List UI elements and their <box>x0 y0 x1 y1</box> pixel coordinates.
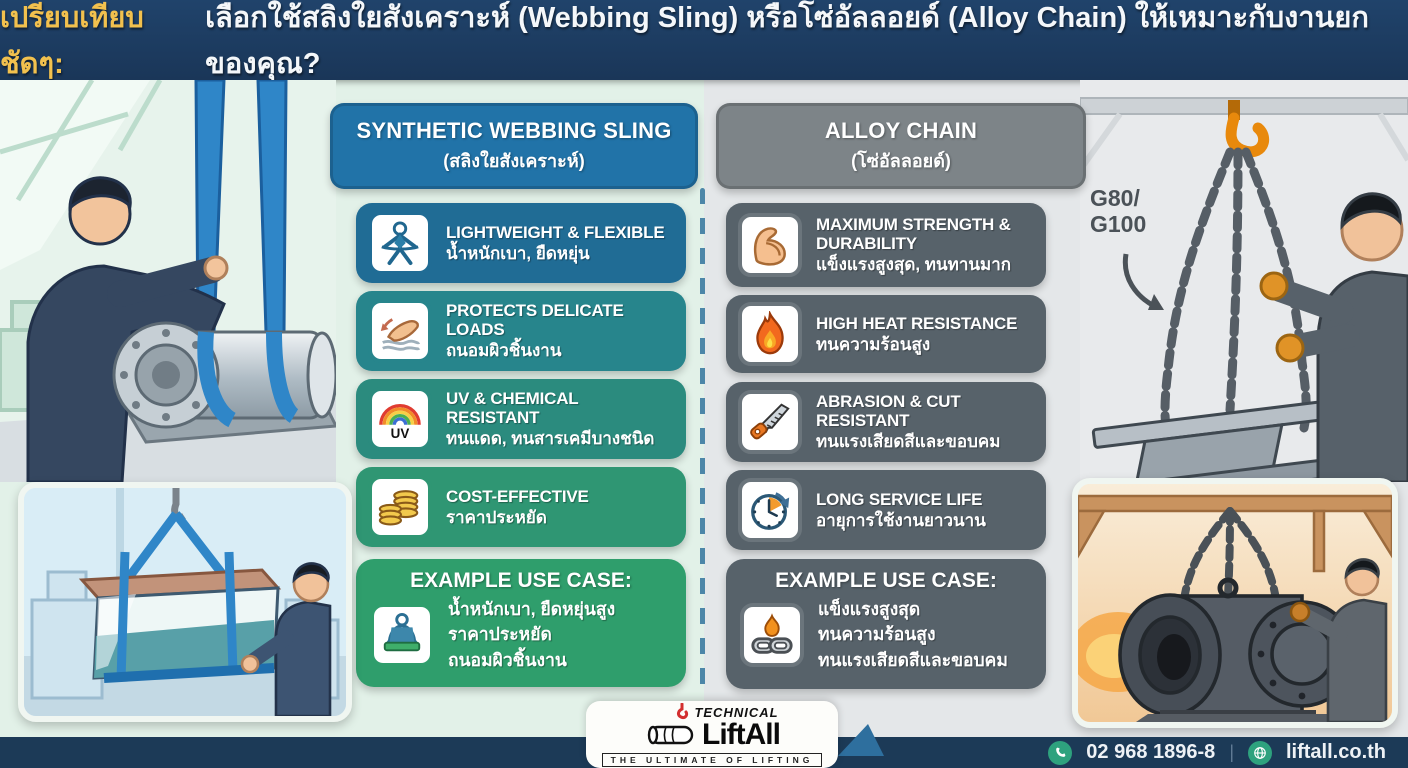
feature-card-protects-loads: PROTECTS DELICATE LOADS ถนอมผิวชิ้นงาน <box>356 291 686 371</box>
feature-subtitle: ทนแดด, ทนสารเคมีบางชนิด <box>446 429 655 449</box>
rainbow-uv-icon: UV <box>379 404 421 441</box>
flame-icon <box>756 311 784 355</box>
worker-figure <box>1259 192 1408 482</box>
feature-subtitle: น้ำหนักเบา, ยืดหยุ่น <box>446 243 590 263</box>
saw-icon <box>750 403 790 440</box>
example-lines: แข็งแรงสูงสุด ทนความร้อนสูง ทนแรงเสียดสี… <box>818 599 1008 670</box>
feature-card-heat-resistance: HIGH HEAT RESISTANCE ทนความร้อนสูง <box>726 295 1046 373</box>
left-example-use-case-card: EXAMPLE USE CASE: น้ำหนักเบา, ยืดหยุ่นสู… <box>356 559 686 687</box>
example-title: EXAMPLE USE CASE: <box>775 569 997 592</box>
feature-title: MAXIMUM STRENGTH & DURABILITY <box>816 215 1011 254</box>
feature-subtitle: ทนแรงเสียดสีและขอบคม <box>816 432 1001 452</box>
feature-title: PROTECTS DELICATE LOADS <box>446 301 624 340</box>
contact-separator: | <box>1229 742 1234 762</box>
feature-subtitle: แข็งแรงสูงสุด, ทนทานมาก <box>816 255 1012 275</box>
logo-tube-icon <box>647 725 694 744</box>
feature-card-cost-effective: COST-EFFECTIVE ราคาประหยัด <box>356 467 686 547</box>
bicep-icon <box>753 227 786 266</box>
right-example-use-case-card: EXAMPLE USE CASE: แข็งแรงสูงสุด ท <box>726 559 1046 689</box>
chain-flame-icon <box>751 613 793 654</box>
center-dashed-divider <box>700 188 705 693</box>
chain-grade-label: G80/ G100 <box>1090 185 1147 238</box>
feature-title: LONG SERVICE LIFE <box>816 489 983 509</box>
gentle-hand-icon <box>380 318 421 351</box>
feature-title: UV & CHEMICAL RESISTANT <box>446 389 579 428</box>
liftall-logo: TECHNICAL LiftAll THE ULTIMATE OF LIFTIN… <box>586 701 838 768</box>
phone-icon <box>1048 740 1073 765</box>
feature-card-service-life: LONG SERVICE LIFE อายุการใช้งานยาวนาน <box>726 470 1046 550</box>
header-title: เลือกใช้สลิงใยสังเคราะห์ (Webbing Sling)… <box>205 2 1369 80</box>
feature-subtitle: ราคาประหยัด <box>446 507 547 527</box>
feature-card-uv-resistant: UV UV & CHEMICAL RESISTANT ทนแดด, ทนสารเ… <box>356 379 686 459</box>
feature-title: HIGH HEAT RESISTANCE <box>816 313 1018 333</box>
red-hook-icon <box>677 702 689 719</box>
right-column-title: ALLOY CHAIN <box>824 117 978 143</box>
grade-arrow-icon <box>1122 253 1164 310</box>
website-link[interactable]: liftall.co.th <box>1286 741 1386 763</box>
right-column-subtitle: (โซ่อัลลอยด์) <box>851 150 951 171</box>
webbing-use-case-photo <box>18 482 352 722</box>
left-column-subtitle: (สลิงใยสังเคราะห์) <box>443 150 585 171</box>
coins-icon <box>378 490 419 526</box>
footer-contact: 02 968 1896-8 | liftall.co.th <box>1048 737 1386 768</box>
feature-card-abrasion-resistant: ABRASION & CUT RESISTANT ทนแรงเสียดสีและ… <box>726 382 1046 462</box>
logo-technical-text: TECHNICAL <box>694 704 779 720</box>
feature-subtitle: ทนความร้อนสูง <box>816 334 931 354</box>
feature-card-max-strength: MAXIMUM STRENGTH & DURABILITY แข็งแรงสูง… <box>726 203 1046 287</box>
header-highlight: เปรียบเทียบชัดๆ: <box>0 2 144 80</box>
logo-tagline: THE ULTIMATE OF LIFTING <box>601 752 823 767</box>
feature-title: ABRASION & CUT RESISTANT <box>816 392 961 431</box>
left-column-title: SYNTHETIC WEBBING SLING <box>356 117 672 143</box>
clock-arrow-icon <box>751 492 790 530</box>
feature-title: COST-EFFECTIVE <box>446 486 589 506</box>
svg-text:UV: UV <box>391 426 410 441</box>
logo-brand-text: LiftAll <box>702 717 781 751</box>
feature-card-lightweight: LIGHTWEIGHT & FLEXIBLE น้ำหนักเบา, ยืดหย… <box>356 203 686 283</box>
cylinder-load <box>112 321 336 429</box>
feature-subtitle: อายุการใช้งานยาวนาน <box>816 510 986 530</box>
chain-use-case-photo <box>1072 478 1398 728</box>
footer-accent-shape <box>838 724 884 756</box>
webbing-sling-worker-illustration <box>0 80 336 482</box>
example-lines: น้ำหนักเบา, ยืดหยุ่นสูง ราคาประหยัด ถนอม… <box>448 599 616 670</box>
person-carrying-load-icon <box>383 613 421 652</box>
person-stretching-sling-icon <box>381 221 419 266</box>
feature-title: LIGHTWEIGHT & FLEXIBLE <box>446 222 665 242</box>
example-title: EXAMPLE USE CASE: <box>410 569 632 592</box>
left-column-header: SYNTHETIC WEBBING SLING (สลิงใยสังเคราะห… <box>330 103 698 189</box>
right-column-header: ALLOY CHAIN (โซ่อัลลอยด์) <box>716 103 1086 189</box>
phone-number[interactable]: 02 968 1896-8 <box>1086 741 1216 763</box>
header-bar: เปรียบเทียบชัดๆ: เลือกใช้สลิงใยสังเคราะห… <box>0 0 1408 80</box>
globe-icon <box>1248 740 1272 765</box>
feature-subtitle: ถนอมผิวชิ้นงาน <box>446 341 562 361</box>
alloy-chain-worker-illustration <box>1080 80 1408 482</box>
